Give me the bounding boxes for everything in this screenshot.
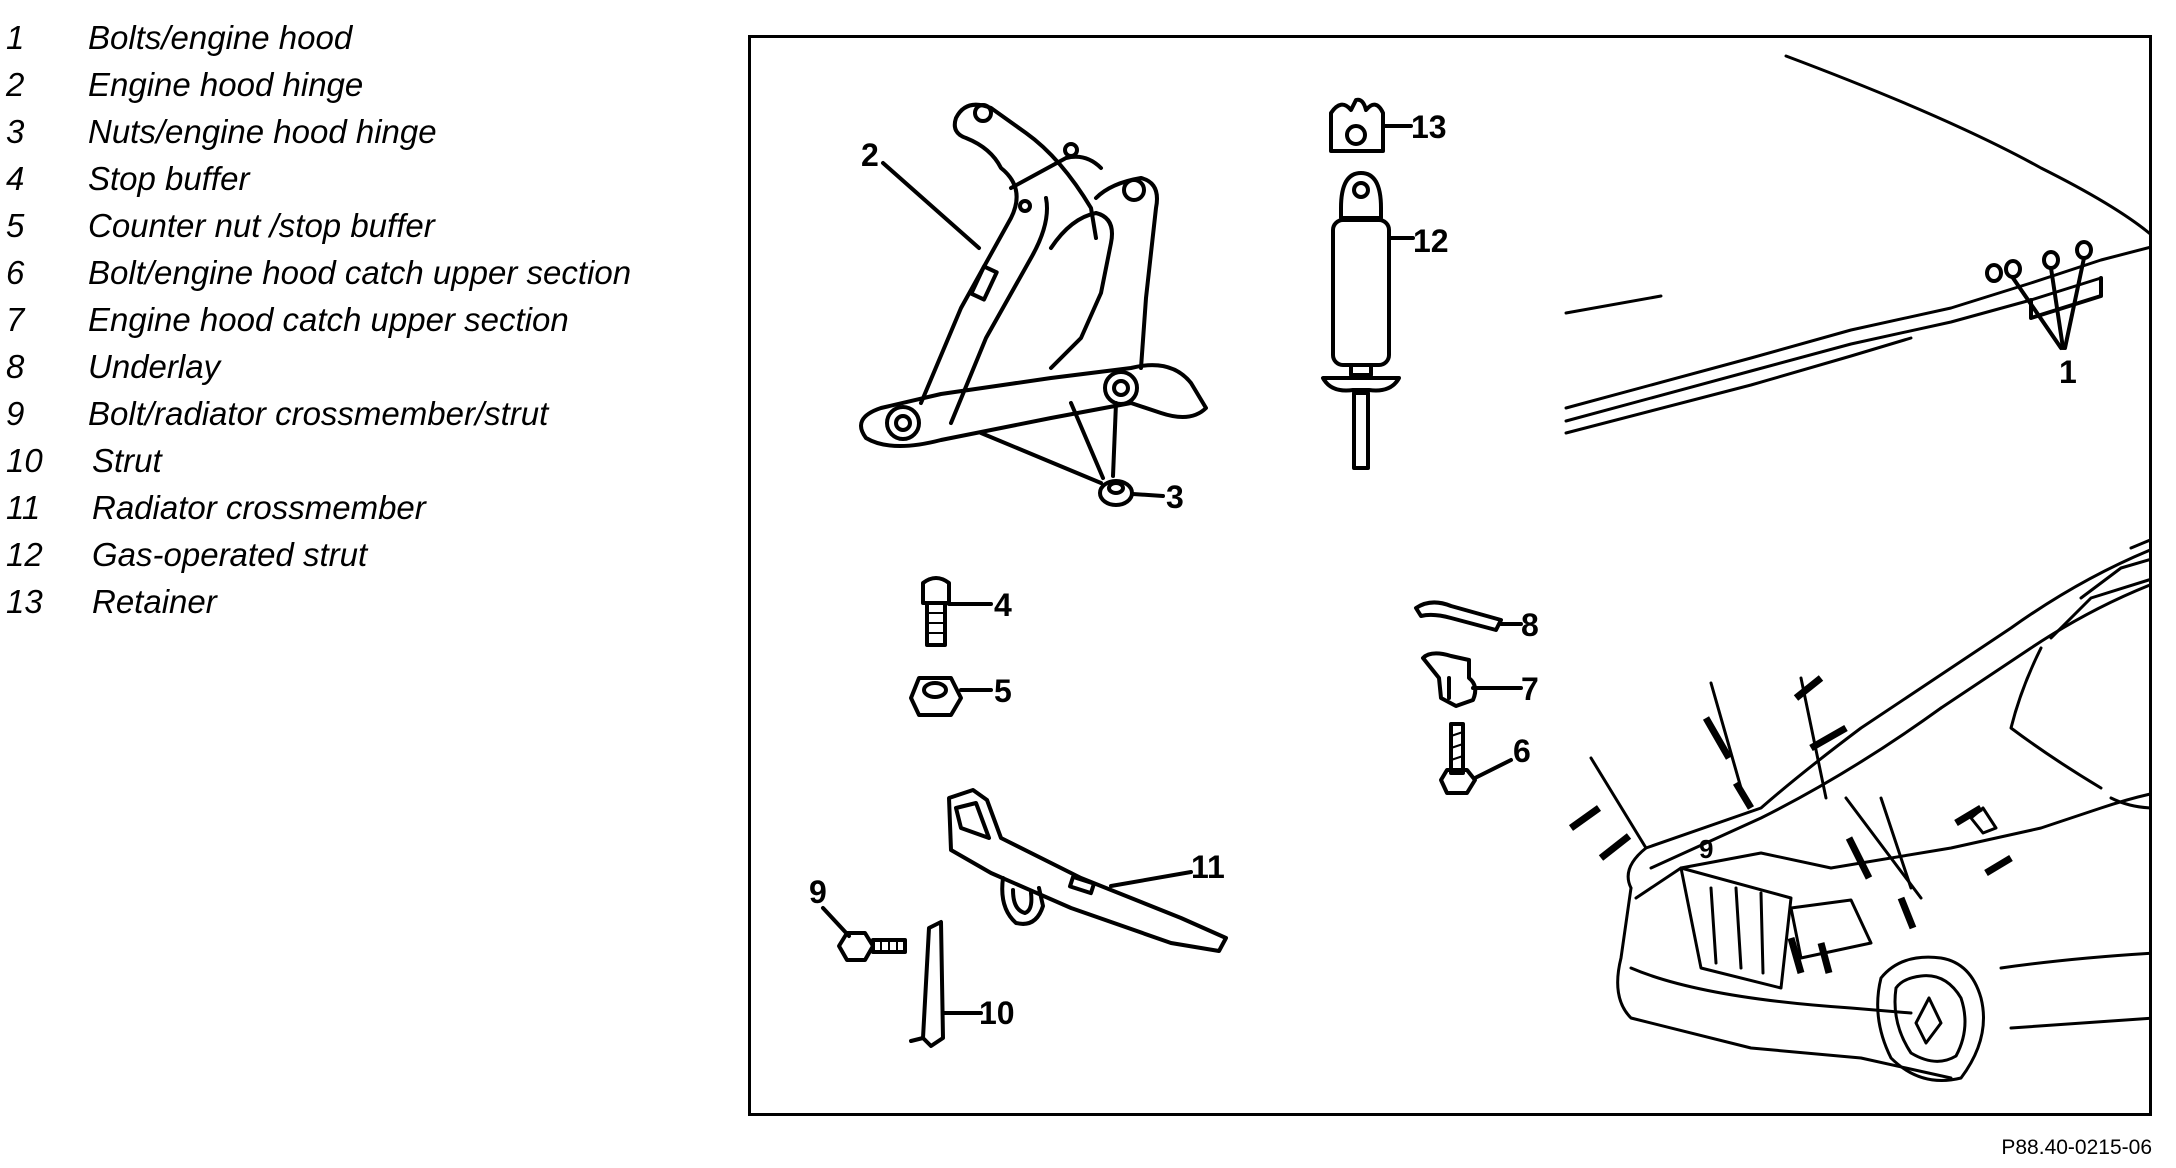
counter-nut-drawing (909, 676, 963, 717)
legend-label: Bolts/engine hood (88, 19, 353, 56)
vehicle-drawing (1589, 538, 2149, 1082)
callout-leader-2 (881, 161, 981, 250)
arrow-icon (1793, 675, 1824, 701)
legend-item: 4 Stop buffer (6, 155, 706, 202)
legend-item: 6 Bolt/engine hood catch upper section (6, 249, 706, 296)
adjustment-arrows (1568, 675, 2013, 974)
legend-item: 10 Strut (6, 437, 706, 484)
legend-label: Engine hood hinge (88, 66, 364, 103)
callout-2: 2 (861, 137, 879, 173)
legend-item: 1 Bolts/engine hood (6, 14, 706, 61)
legend-number: 6 (6, 254, 25, 291)
callout-leader-6 (1473, 758, 1513, 780)
legend-number: 5 (6, 207, 25, 244)
hood-catch-bolt-drawing (1439, 722, 1477, 795)
legend-label: Gas-operated strut (92, 536, 368, 573)
legend-label: Bolt/engine hood catch upper section (88, 254, 632, 291)
legend-number: 11 (6, 489, 41, 526)
legend-number: 7 (6, 301, 25, 338)
nut-drawing (1098, 479, 1134, 507)
arrow-icon (1984, 854, 2013, 877)
legend-number: 13 (6, 583, 43, 620)
exploded-diagram: 2 3 13 12 (809, 54, 2149, 1082)
callout-leader-3 (1131, 492, 1165, 498)
legend-label: Engine hood catch upper section (88, 301, 569, 338)
callout-leader-1 (2063, 256, 2086, 350)
legend-item: 13 Retainer (6, 578, 706, 625)
legend-number: 8 (6, 348, 25, 385)
callout-5: 5 (994, 673, 1012, 709)
arrow-icon (1897, 896, 1917, 930)
callout-3: 3 (1166, 479, 1184, 515)
callout-7: 7 (1521, 671, 1539, 707)
legend-label: Stop buffer (88, 160, 250, 197)
callout-13: 13 (1411, 109, 1447, 145)
parts-legend: 1 Bolts/engine hood 2 Engine hood hinge 3 N… (6, 14, 706, 625)
engine-hood-hinge-drawing (859, 102, 1208, 449)
legend-label: Bolt/radiator crossmember/strut (88, 395, 549, 432)
arrow-icon (1809, 724, 1848, 752)
arrow-icon (1598, 833, 1632, 861)
legend-label: Underlay (88, 348, 221, 385)
legend-item: 9 Bolt/radiator crossmember/strut (6, 390, 706, 437)
legend-label: Retainer (92, 583, 217, 620)
callout-8: 8 (1521, 607, 1539, 643)
arrow-icon (1787, 937, 1805, 974)
arrow-icon (1954, 804, 1983, 827)
callout-9: 9 (809, 874, 827, 910)
legend-label: Radiator crossmember (92, 489, 426, 526)
callout-4: 4 (994, 587, 1012, 623)
legend-item: 5 Counter nut /stop buffer (6, 202, 706, 249)
arrow-icon (1817, 942, 1833, 974)
legend-item: 2 Engine hood hinge (6, 61, 706, 108)
callout-11: 11 (1191, 849, 1225, 885)
callout-12: 12 (1413, 223, 1449, 259)
vehicle-callout-9: 9 (1699, 834, 1713, 864)
arrow-icon (1845, 836, 1873, 880)
callout-leader-1 (2049, 266, 2065, 350)
legend-item: 12 Gas-operated strut (6, 531, 706, 578)
legend-number: 1 (6, 19, 25, 56)
arrow-icon (1568, 805, 1602, 831)
callout-10: 10 (979, 995, 1015, 1031)
hood-catch-drawing (1421, 651, 1478, 708)
strut-drawing (909, 920, 945, 1048)
callout-leader-1 (2011, 276, 2063, 350)
engine-hood-drawing (1564, 54, 2149, 435)
legend-item: 7 Engine hood catch upper section (6, 296, 706, 343)
callout-leader-11 (1109, 870, 1193, 888)
legend-number: 9 (6, 395, 25, 432)
legend-number: 3 (6, 113, 25, 150)
figure-reference-code: P88.40-0215-06 (2001, 1136, 2152, 1159)
legend-item: 11 Radiator crossmember (6, 484, 706, 531)
callout-leader-9 (821, 906, 851, 938)
stop-buffer-drawing (921, 576, 951, 647)
legend-label: Counter nut /stop buffer (88, 207, 435, 244)
legend-number: 2 (6, 66, 25, 103)
callout-6: 6 (1513, 733, 1531, 769)
callout-1: 1 (2059, 354, 2077, 390)
underlay-drawing (1414, 600, 1503, 632)
exploded-diagram-frame: 2 3 13 12 (748, 35, 2152, 1116)
retainer-drawing (1329, 97, 1385, 153)
callout-leader-3 (979, 431, 1103, 485)
legend-number: 4 (6, 160, 25, 197)
legend-label: Strut (92, 442, 162, 479)
callout-leader-3 (1111, 401, 1118, 478)
legend-item: 3 Nuts/engine hood hinge (6, 108, 706, 155)
legend-number: 12 (6, 536, 43, 573)
gas-strut-drawing (1321, 171, 1401, 470)
legend-label: Nuts/engine hood hinge (88, 113, 437, 150)
legend-number: 10 (6, 442, 43, 479)
legend-item: 8 Underlay (6, 343, 706, 390)
radiator-crossmember-drawing (947, 788, 1228, 953)
arrow-icon (1732, 781, 1755, 810)
callout-leader-3 (1069, 401, 1105, 480)
arrow-icon (1702, 716, 1733, 760)
